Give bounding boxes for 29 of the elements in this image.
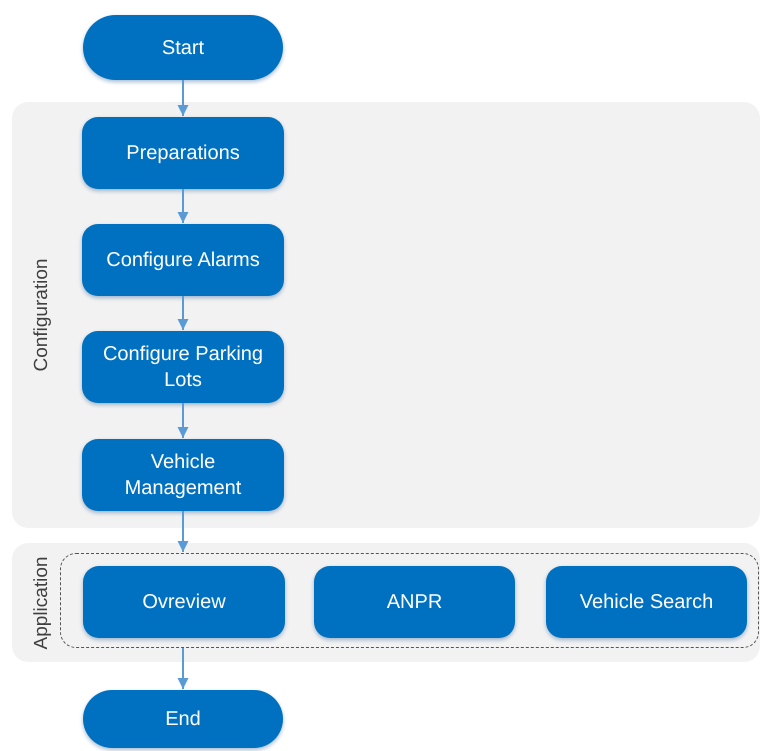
process-box (546, 566, 747, 638)
arrow (178, 296, 188, 330)
step-label: End (165, 707, 201, 732)
swimlane-band (12, 102, 760, 528)
step-label: ANPR (386, 590, 442, 615)
arrow (178, 403, 188, 438)
terminal-pill (83, 690, 283, 748)
process-box (82, 224, 284, 296)
step-label: Vehicle Search (580, 590, 714, 615)
arrow (178, 648, 188, 689)
process-box (83, 566, 285, 638)
lane-label: Configuration (30, 258, 53, 372)
arrow (178, 511, 188, 552)
arrow (178, 189, 188, 223)
process-box (82, 439, 284, 511)
step-label: Start (162, 36, 204, 60)
lane-label: Application (30, 556, 53, 649)
process-box (82, 117, 284, 189)
step-label: Vehicle Management (124, 450, 242, 501)
step-label: Configure Parking Lots (102, 342, 264, 393)
terminal-pill (83, 15, 283, 80)
dashed-group-box (60, 553, 759, 648)
step-label: Preparations (126, 141, 240, 166)
swimlane-band (12, 543, 760, 662)
step-label: Configure Alarms (106, 248, 260, 273)
step-label: Ovreview (142, 590, 226, 615)
arrow (178, 80, 188, 116)
process-box (82, 331, 284, 403)
process-box (314, 566, 515, 638)
